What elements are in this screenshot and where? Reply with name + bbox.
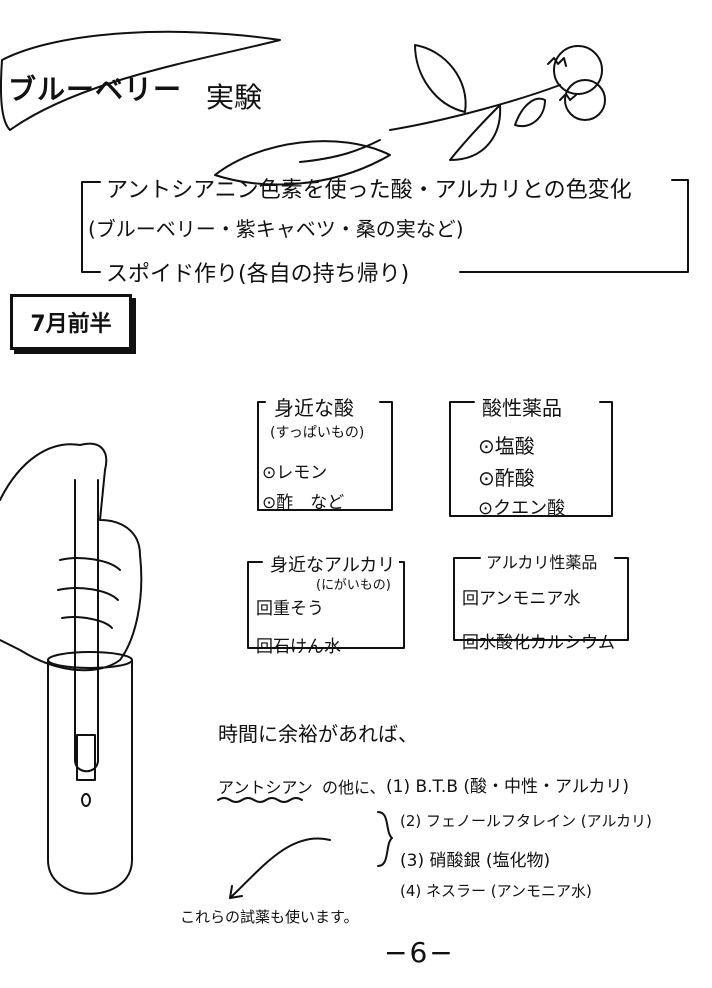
extra-item: (3) 硝酸銀 (塩化物)	[400, 851, 551, 871]
objective-line-2: (ブルーベリー・紫キャベツ・桑の実など)	[88, 217, 464, 241]
arrow-icon	[229, 837, 331, 899]
hand-illustration	[0, 442, 143, 672]
test-tube-illustration	[47, 659, 133, 895]
alkali-chemicals-box	[453, 557, 629, 641]
acid-chemicals-title: 酸性薬品	[478, 392, 566, 421]
page-number: −6−	[384, 936, 455, 969]
leaf-icon	[514, 97, 546, 128]
extra-item: (2) フェノールフタレイン (アルカリ)	[400, 812, 652, 830]
extra-intro-term: アントシアン	[218, 778, 313, 797]
title-swoosh-decoration	[0, 30, 281, 131]
familiar-acid-item: ⊙レモン	[262, 463, 328, 483]
leaf-icon	[214, 140, 391, 186]
familiar-alkali-title: 身近なアルカリ	[266, 551, 400, 577]
familiar-acid-item: ⊙酢 など	[262, 493, 345, 513]
alkali-chemicals-title: アルカリ性薬品	[482, 549, 602, 573]
extra-lead: 時間に余裕があれば、	[218, 722, 418, 746]
acid-chemicals-item: ⊙クエン酸	[478, 498, 566, 519]
familiar-alkali-item: 回重そう	[256, 599, 324, 619]
leaf-icon	[449, 104, 502, 161]
leaf-icon	[414, 44, 467, 113]
alkali-chemicals-item: 回アンモニア水	[462, 589, 581, 609]
page-title: ブルーベリー	[8, 73, 183, 106]
familiar-acid-title: 身近な酸	[270, 392, 358, 421]
period-badge: 7月前半	[10, 294, 132, 350]
blueberry-icon	[564, 79, 606, 121]
familiar-alkali-item: 回石けん水	[256, 637, 341, 657]
extra-item: (1) B.T.B (酸・中性・アルカリ)	[386, 777, 629, 797]
list-brace	[377, 811, 393, 867]
extra-item: (4) ネスラー (アンモニア水)	[400, 882, 592, 900]
familiar-acid-box	[257, 401, 393, 511]
acid-chemicals-box	[449, 401, 613, 517]
acid-chemicals-item: ⊙酢酸	[478, 466, 535, 490]
familiar-acid-note: (すっぱいもの)	[270, 425, 365, 441]
familiar-alkali-box	[247, 561, 405, 649]
objective-line-3: スポイド作り(各自の持ち帰り)	[106, 262, 410, 287]
alkali-chemicals-item: 回水酸化カルシウム	[462, 633, 615, 653]
dropper-illustration	[74, 479, 99, 773]
objectives-bracket	[81, 181, 101, 273]
acid-chemicals-item: ⊙塩酸	[478, 434, 535, 458]
extra-intro-rest: の他に、	[322, 778, 386, 797]
blueberry-icon	[553, 45, 603, 95]
branch-decoration	[389, 84, 561, 131]
extra-note: これらの試薬も使います。	[180, 908, 359, 926]
familiar-alkali-note: (にがいもの)	[316, 578, 391, 593]
page-subtitle: 実験	[206, 81, 263, 114]
objective-line-1: アントシアニン色素を使った酸・アルカリとの色変化	[106, 178, 632, 203]
